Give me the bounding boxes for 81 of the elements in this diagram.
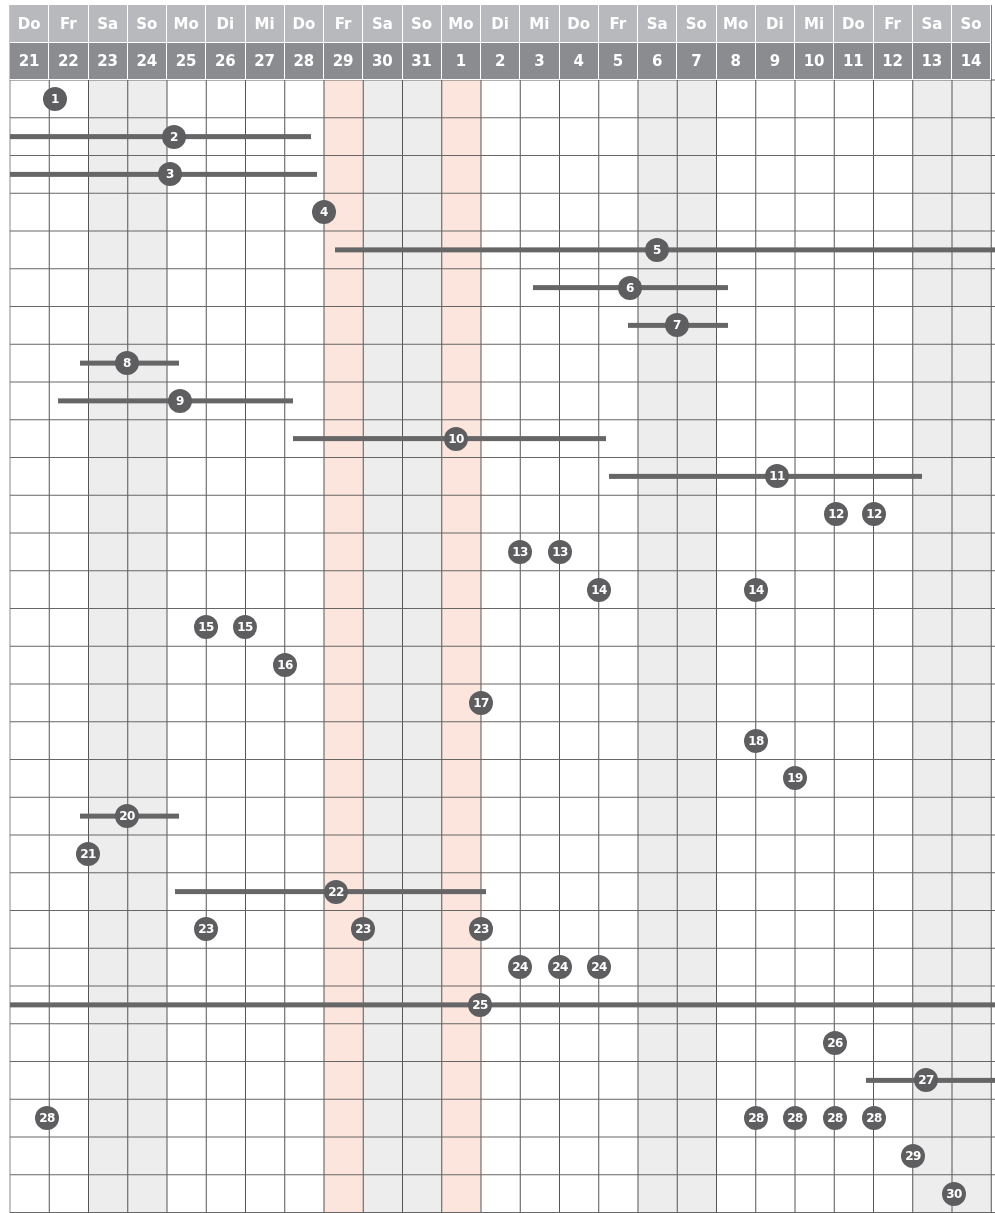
number-marker: 11 [765, 464, 789, 489]
number-marker: 23 [469, 917, 493, 942]
number-marker: 24 [548, 955, 572, 980]
date-header: 5 [598, 43, 638, 80]
number-marker: 28 [783, 1106, 807, 1131]
weekday-header: Do [10, 5, 50, 43]
weekday-header: Mo [167, 5, 207, 43]
number-marker: 14 [587, 577, 611, 602]
number-marker: 12 [824, 502, 848, 527]
date-header: 8 [716, 43, 756, 80]
number-marker: 2 [162, 124, 186, 149]
weekday-header: So [952, 5, 992, 43]
number-marker: 13 [548, 539, 572, 564]
date-header: 27 [245, 43, 285, 80]
number-marker: 13 [508, 539, 532, 564]
number-marker: 9 [168, 388, 192, 413]
date-header: 11 [834, 43, 874, 80]
number-marker: 24 [508, 955, 532, 980]
weekday-header: Sa [912, 5, 952, 43]
number-marker: 21 [76, 841, 100, 866]
date-header: 24 [127, 43, 167, 80]
date-header: 10 [795, 43, 835, 80]
weekday-header: Fr [324, 5, 364, 43]
date-header: 14 [952, 43, 992, 80]
weekday-header: Fr [598, 5, 638, 43]
date-header: 1 [441, 43, 481, 80]
date-header: 28 [284, 43, 324, 80]
weekday-header: Do [834, 5, 874, 43]
date-header: 21 [10, 43, 50, 80]
date-header: 31 [402, 43, 442, 80]
number-marker: 18 [744, 728, 768, 753]
weekday-header: Sa [363, 5, 403, 43]
weekday-header: Di [206, 5, 246, 43]
number-marker: 15 [194, 615, 218, 640]
date-header: 13 [912, 43, 952, 80]
number-marker: 28 [35, 1106, 59, 1131]
date-header: 29 [324, 43, 364, 80]
weekday-header: So [127, 5, 167, 43]
date-header: 6 [638, 43, 678, 80]
number-marker: 4 [312, 200, 336, 225]
weekday-header: Mi [795, 5, 835, 43]
number-marker: 28 [862, 1106, 886, 1131]
number-marker: 1 [43, 86, 67, 111]
weekday-header: Di [481, 5, 521, 43]
date-header: 7 [677, 43, 717, 80]
weekday-header: Mi [245, 5, 285, 43]
date-header: 9 [755, 43, 795, 80]
weekday-header: Sa [638, 5, 678, 43]
weekday-header: So [402, 5, 442, 43]
number-marker: 12 [862, 502, 886, 527]
date-header: 25 [167, 43, 207, 80]
weekday-header: Fr [49, 5, 89, 43]
number-marker: 14 [744, 577, 768, 602]
weekday-header: Di [755, 5, 795, 43]
date-header: 4 [559, 43, 599, 80]
weekday-header: Sa [88, 5, 128, 43]
date-header: 2 [481, 43, 521, 80]
date-header: 26 [206, 43, 246, 80]
weekday-header: Fr [873, 5, 913, 43]
date-header: 23 [88, 43, 128, 80]
weekday-header: Mo [441, 5, 481, 43]
number-marker: 28 [823, 1106, 847, 1131]
weekday-header: Mo [716, 5, 756, 43]
date-header: 30 [363, 43, 403, 80]
number-marker: 24 [587, 955, 611, 980]
weekday-header: Do [559, 5, 599, 43]
weekday-header: Do [284, 5, 324, 43]
number-marker: 3 [158, 162, 182, 187]
number-marker: 23 [194, 917, 218, 942]
number-marker: 26 [823, 1030, 847, 1055]
number-marker: 19 [783, 766, 807, 791]
weekday-header: Mi [520, 5, 560, 43]
number-marker: 16 [273, 653, 297, 678]
date-header: 3 [520, 43, 560, 80]
number-marker: 15 [233, 615, 257, 640]
number-marker: 6 [618, 275, 642, 300]
number-marker: 29 [901, 1143, 925, 1168]
date-header: 12 [873, 43, 913, 80]
weekday-header: So [677, 5, 717, 43]
date-header: 22 [49, 43, 89, 80]
number-marker: 28 [744, 1106, 768, 1131]
